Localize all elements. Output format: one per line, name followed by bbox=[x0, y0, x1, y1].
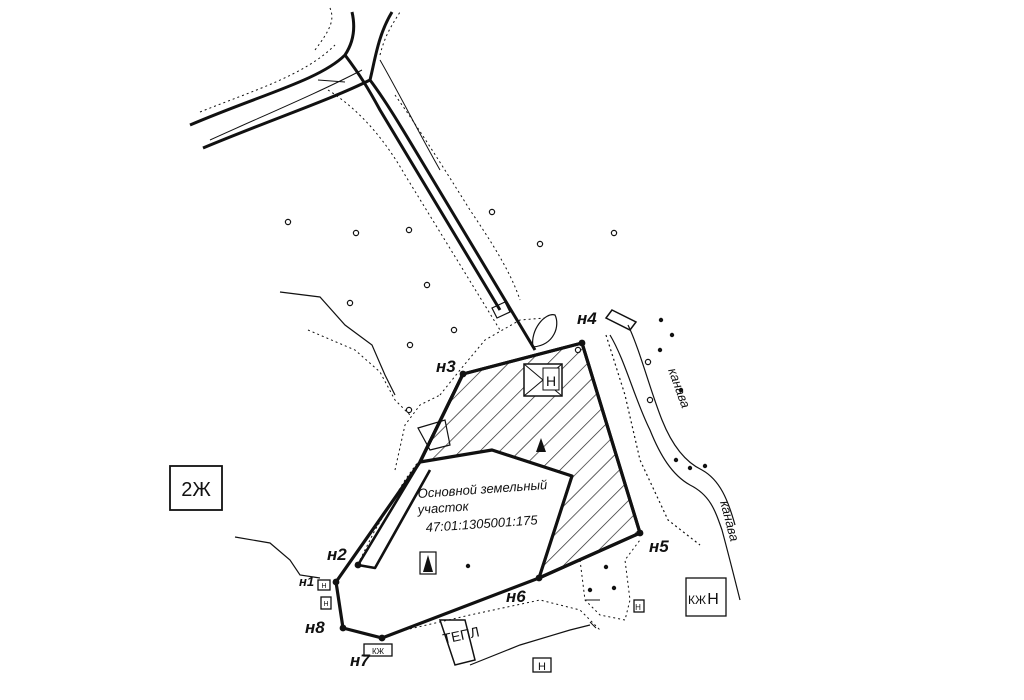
point-label-n7: н7 bbox=[350, 651, 371, 670]
fuel-marker-top bbox=[417, 314, 558, 451]
svg-text:ТЕПЛ: ТЕПЛ bbox=[441, 623, 481, 646]
small-label: КЖ bbox=[372, 647, 385, 656]
point-label-n3: н3 bbox=[436, 357, 456, 376]
point-label-n5: н5 bbox=[649, 537, 669, 556]
small-label: Н bbox=[538, 661, 546, 673]
fence-lines bbox=[234, 291, 546, 579]
shrub-markers bbox=[465, 317, 708, 593]
small-label: КЖ bbox=[688, 593, 706, 607]
small-label: Н bbox=[707, 591, 719, 608]
point-label-n6: н6 bbox=[506, 587, 526, 606]
point-label-n8: н8 bbox=[305, 618, 325, 637]
cadastral-number: 47:01:1305001:175 bbox=[425, 512, 539, 535]
tree-markers bbox=[284, 208, 654, 414]
vertex-dots bbox=[332, 339, 644, 642]
tree-icons bbox=[423, 438, 546, 572]
ditch bbox=[604, 309, 741, 601]
building-h-main: Н bbox=[523, 363, 563, 397]
point-label-n2: н2 bbox=[327, 545, 347, 564]
road-crossing-mark bbox=[491, 301, 511, 319]
small-label: Н bbox=[323, 601, 328, 608]
small-label: Н bbox=[635, 603, 641, 612]
parcel-title-line2: участок bbox=[416, 498, 470, 517]
small-label: Н bbox=[321, 583, 326, 590]
parcel-title-line1: Основной земельный bbox=[417, 477, 548, 501]
bottom-boundaries bbox=[404, 539, 641, 666]
road-network bbox=[189, 7, 537, 351]
ditch-label: канава bbox=[665, 366, 693, 410]
point-label-n1: н1 bbox=[299, 574, 314, 589]
greenhouse-label: ТЕПЛ bbox=[441, 623, 481, 646]
ditch-label: канава bbox=[717, 499, 742, 543]
tree-icon-frame bbox=[419, 551, 437, 575]
point-label-n4: н4 bbox=[577, 309, 597, 328]
zone-label: 2Ж bbox=[181, 479, 211, 501]
building-label: Н bbox=[546, 373, 556, 389]
zone-label-box: 2Ж bbox=[169, 465, 223, 511]
small-structures bbox=[317, 577, 727, 673]
inner-parcel-boundary bbox=[356, 448, 574, 579]
